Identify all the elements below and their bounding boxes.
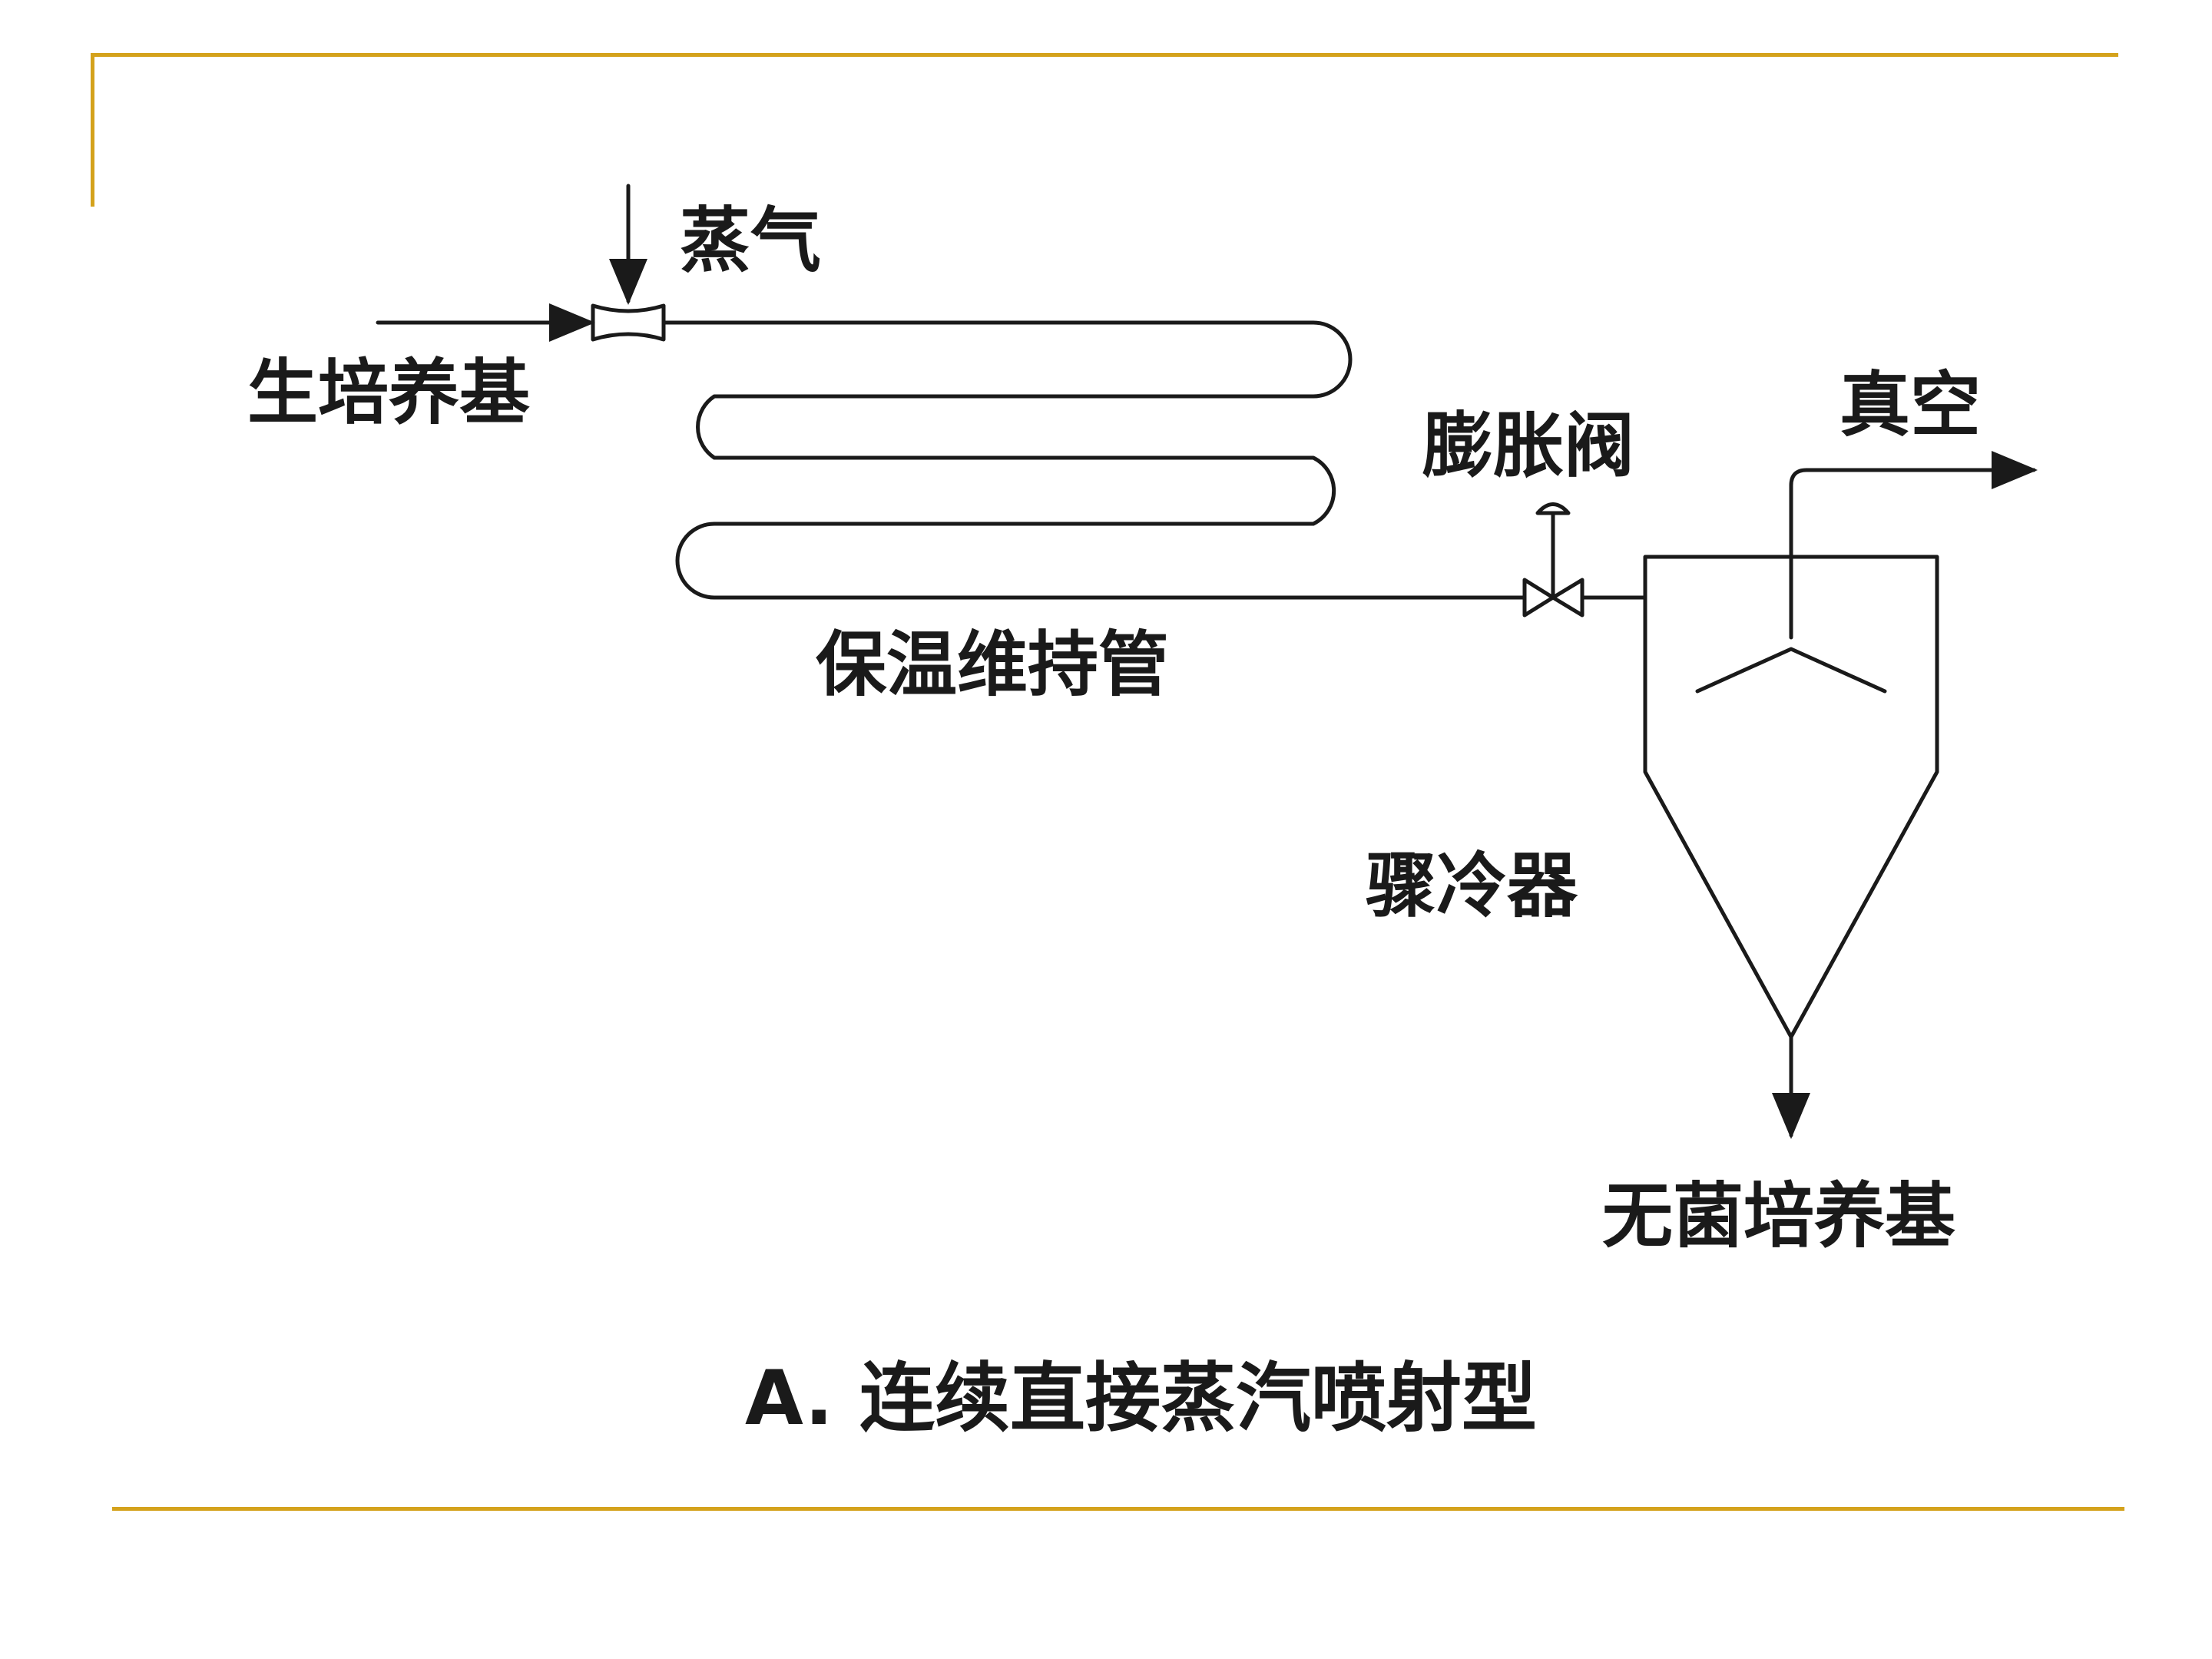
left-accent-rule (91, 53, 94, 207)
label-expansion-valve: 膨胀阀 (1422, 405, 1635, 487)
valve-handwheel (1535, 502, 1571, 515)
label-vacuum: 真空 (1839, 364, 1982, 446)
label-flash-cooler: 骤冷器 (1366, 845, 1578, 927)
label-steam: 蒸气 (680, 200, 822, 282)
top-accent-rule (91, 53, 2118, 57)
label-holding-tube: 保温维持管 (816, 624, 1170, 706)
holding-tube-coil (663, 320, 1527, 600)
expansion-valve-symbol-right (1551, 578, 1584, 618)
flash-cooler-vessel (1643, 555, 1939, 1039)
figure-caption: A. 连续直接蒸汽喷射型 (745, 1355, 1538, 1442)
label-sterile-medium: 无菌培养基 (1602, 1175, 1956, 1257)
cooler-deflector (1695, 647, 1887, 694)
steam-injector (591, 303, 666, 342)
expansion-valve-symbol (1522, 578, 1555, 618)
bottom-accent-rule (112, 1507, 2124, 1511)
vacuum-outlet-line (1789, 451, 2038, 640)
label-raw-medium: 生培养基 (247, 352, 531, 434)
